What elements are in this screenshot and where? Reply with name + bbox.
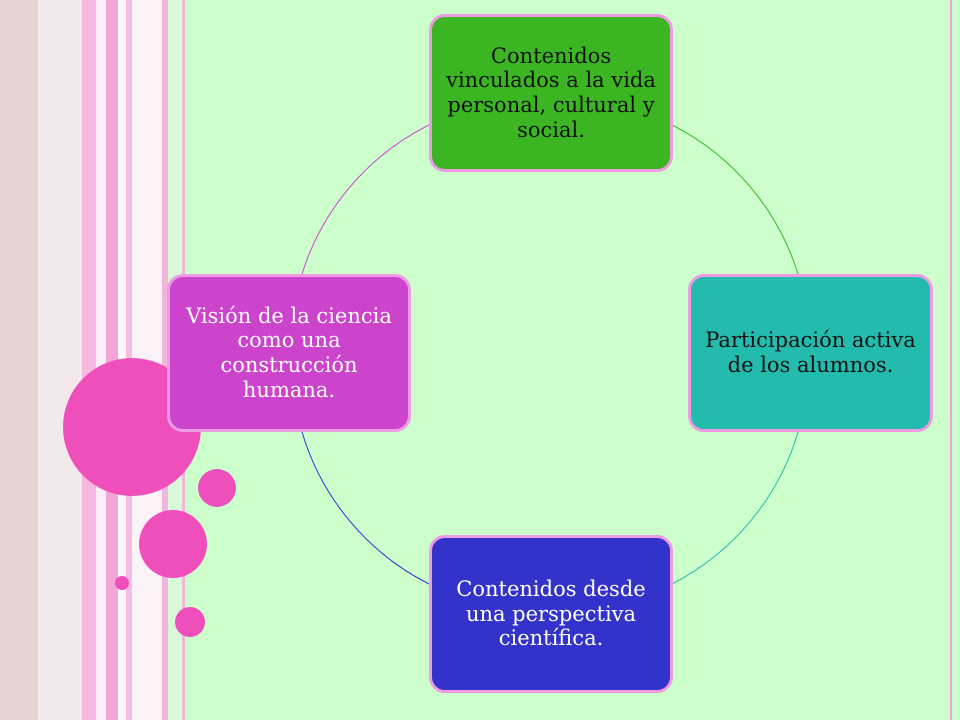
- frame-line-right: [950, 0, 952, 720]
- stripe: [0, 0, 38, 720]
- cycle-node-right: Participación activa de los alumnos.: [688, 274, 933, 432]
- cycle-arc-right-bottom: [671, 431, 799, 585]
- cycle-node-top: Contenidos vinculados a la vida personal…: [429, 14, 673, 172]
- cycle-arc-left-top: [301, 124, 430, 275]
- decorative-circle: [175, 607, 205, 637]
- cycle-node-label: Visión de la ciencia como una construcci…: [186, 303, 392, 402]
- cycle-node-label: Contenidos desde una perspectiva científ…: [456, 577, 646, 651]
- cycle-arc-top-right: [671, 124, 799, 275]
- cycle-node-left: Visión de la ciencia como una construcci…: [167, 274, 411, 432]
- decorative-circle: [139, 510, 207, 578]
- cycle-node-bottom: Contenidos desde una perspectiva científ…: [429, 535, 673, 693]
- stripe: [162, 0, 168, 720]
- stripe: [96, 0, 106, 720]
- stripe: [82, 0, 96, 720]
- stripe: [38, 0, 82, 720]
- decorative-circle: [198, 469, 236, 507]
- cycle-node-label: Contenidos vinculados a la vida personal…: [446, 43, 656, 142]
- cycle-arc-bottom-left: [301, 431, 430, 585]
- decorative-circle-small: [115, 576, 129, 590]
- cycle-node-label: Participación activa de los alumnos.: [705, 328, 916, 377]
